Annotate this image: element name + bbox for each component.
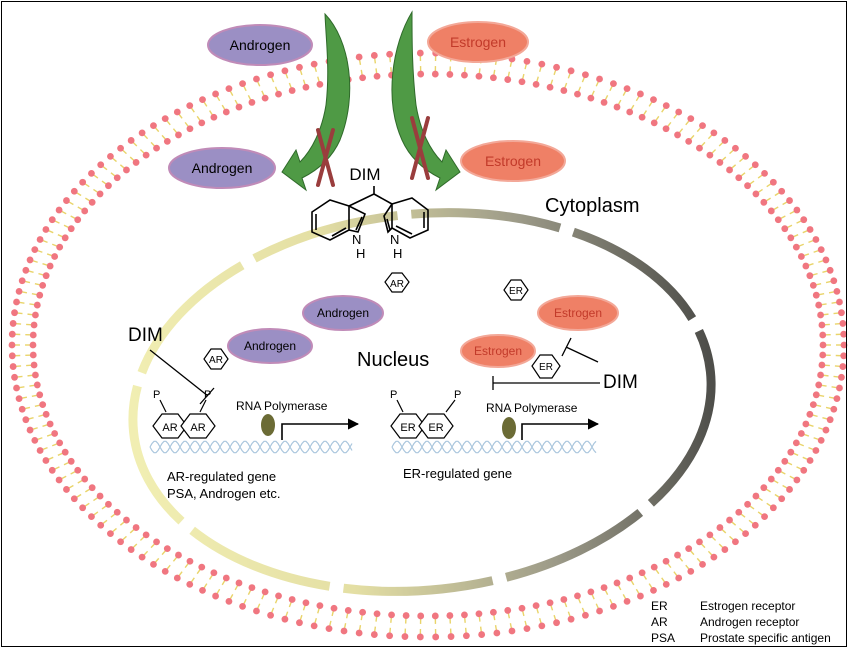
ar-bound-hexagon xyxy=(203,348,229,370)
estrogen-block-cross xyxy=(410,116,430,180)
transcription-arrow-right xyxy=(521,418,600,440)
androgen-free-label: Androgen xyxy=(317,306,369,320)
estrogen-outside-label: Estrogen xyxy=(450,34,506,50)
ar-dimer-p2: P xyxy=(204,389,211,401)
ar-gene-label-line2: PSA, Androgen etc. xyxy=(167,486,280,501)
androgen-inside-label: Androgen xyxy=(192,160,253,176)
ar-dimer-p1: P xyxy=(153,389,160,401)
legend-abbr-ar: AR xyxy=(651,615,668,629)
dim-nh-right-h: H xyxy=(393,246,402,261)
dim-nh-left-n: N xyxy=(352,232,361,247)
dim-nh-left-h: H xyxy=(356,246,365,261)
cytoplasm-label: Cytoplasm xyxy=(545,195,639,217)
estrogen-inside-label: Estrogen xyxy=(485,153,541,169)
cell-membrane xyxy=(8,49,848,641)
dim-molecule-label: DIM xyxy=(349,165,380,184)
androgen-bound-ellipse xyxy=(227,328,313,364)
legend-abbr-er: ER xyxy=(651,599,668,613)
androgen-bound-label: Androgen xyxy=(244,339,296,353)
legend-full-er: Estrogen receptor xyxy=(700,599,795,613)
dim-nh-right-n: N xyxy=(390,232,399,247)
dim-right-inhibition xyxy=(492,337,600,390)
ar-free-hexagon xyxy=(384,272,410,293)
androgen-free-ellipse xyxy=(302,295,384,331)
er-free-label: ER xyxy=(509,286,523,297)
androgen-inside-ellipse xyxy=(168,147,276,189)
legend-full-psa: Prostate specific antigen xyxy=(700,631,831,645)
dna-strand-right xyxy=(391,440,597,454)
androgen-block-cross xyxy=(316,128,335,187)
dim-molecule-structure xyxy=(311,186,429,241)
rna-polymerase-left-label: RNA Polymerase xyxy=(236,399,328,413)
estrogen-entry-arrow xyxy=(391,10,461,192)
nucleus-envelope xyxy=(128,208,716,596)
androgen-outside-label: Androgen xyxy=(230,37,291,53)
ar-gene-label-line1: AR-regulated gene xyxy=(167,469,276,484)
er-bound-hexagon xyxy=(531,354,561,379)
er-dimer-p1: P xyxy=(390,389,397,401)
ar-dimer-label2: AR xyxy=(190,422,205,434)
ar-free-label: AR xyxy=(390,279,404,290)
androgen-outside-ellipse xyxy=(207,24,313,66)
er-dimer-label1: ER xyxy=(400,422,415,434)
rna-polymerase-right-label: RNA Polymerase xyxy=(486,401,578,415)
dna-strand-left xyxy=(149,440,353,454)
legend-full-ar: Androgen receptor xyxy=(700,615,799,629)
estrogen-free-ellipse xyxy=(537,295,619,331)
androgen-entry-arrow xyxy=(281,12,351,192)
rna-polymerase-right xyxy=(502,417,516,439)
ar-dimer xyxy=(152,399,216,439)
dim-left-label: DIM xyxy=(128,325,163,346)
er-dimer-label2: ER xyxy=(428,422,443,434)
rna-polymerase-left xyxy=(261,414,275,436)
estrogen-free-label: Estrogen xyxy=(554,306,602,320)
estrogen-outside-ellipse xyxy=(427,21,529,63)
nucleus-label: Nucleus xyxy=(357,349,429,371)
dim-left-inhibition xyxy=(149,349,215,405)
dim-right-label: DIM xyxy=(603,372,638,393)
er-dimer-p2: P xyxy=(454,389,461,401)
transcription-arrow-left xyxy=(281,418,360,440)
er-dimer xyxy=(390,399,456,439)
estrogen-inside-ellipse xyxy=(460,140,566,182)
estrogen-bound-label: Estrogen xyxy=(474,344,522,358)
legend-abbr-psa: PSA xyxy=(651,631,675,645)
estrogen-bound-ellipse xyxy=(460,334,536,368)
er-free-hexagon xyxy=(503,279,529,301)
er-bound-label: ER xyxy=(539,362,553,373)
er-gene-label: ER-regulated gene xyxy=(403,466,512,481)
ar-dimer-label1: AR xyxy=(162,422,177,434)
legend: ER Estrogen receptor AR Androgen recepto… xyxy=(651,599,831,645)
ar-bound-label: AR xyxy=(209,355,223,366)
